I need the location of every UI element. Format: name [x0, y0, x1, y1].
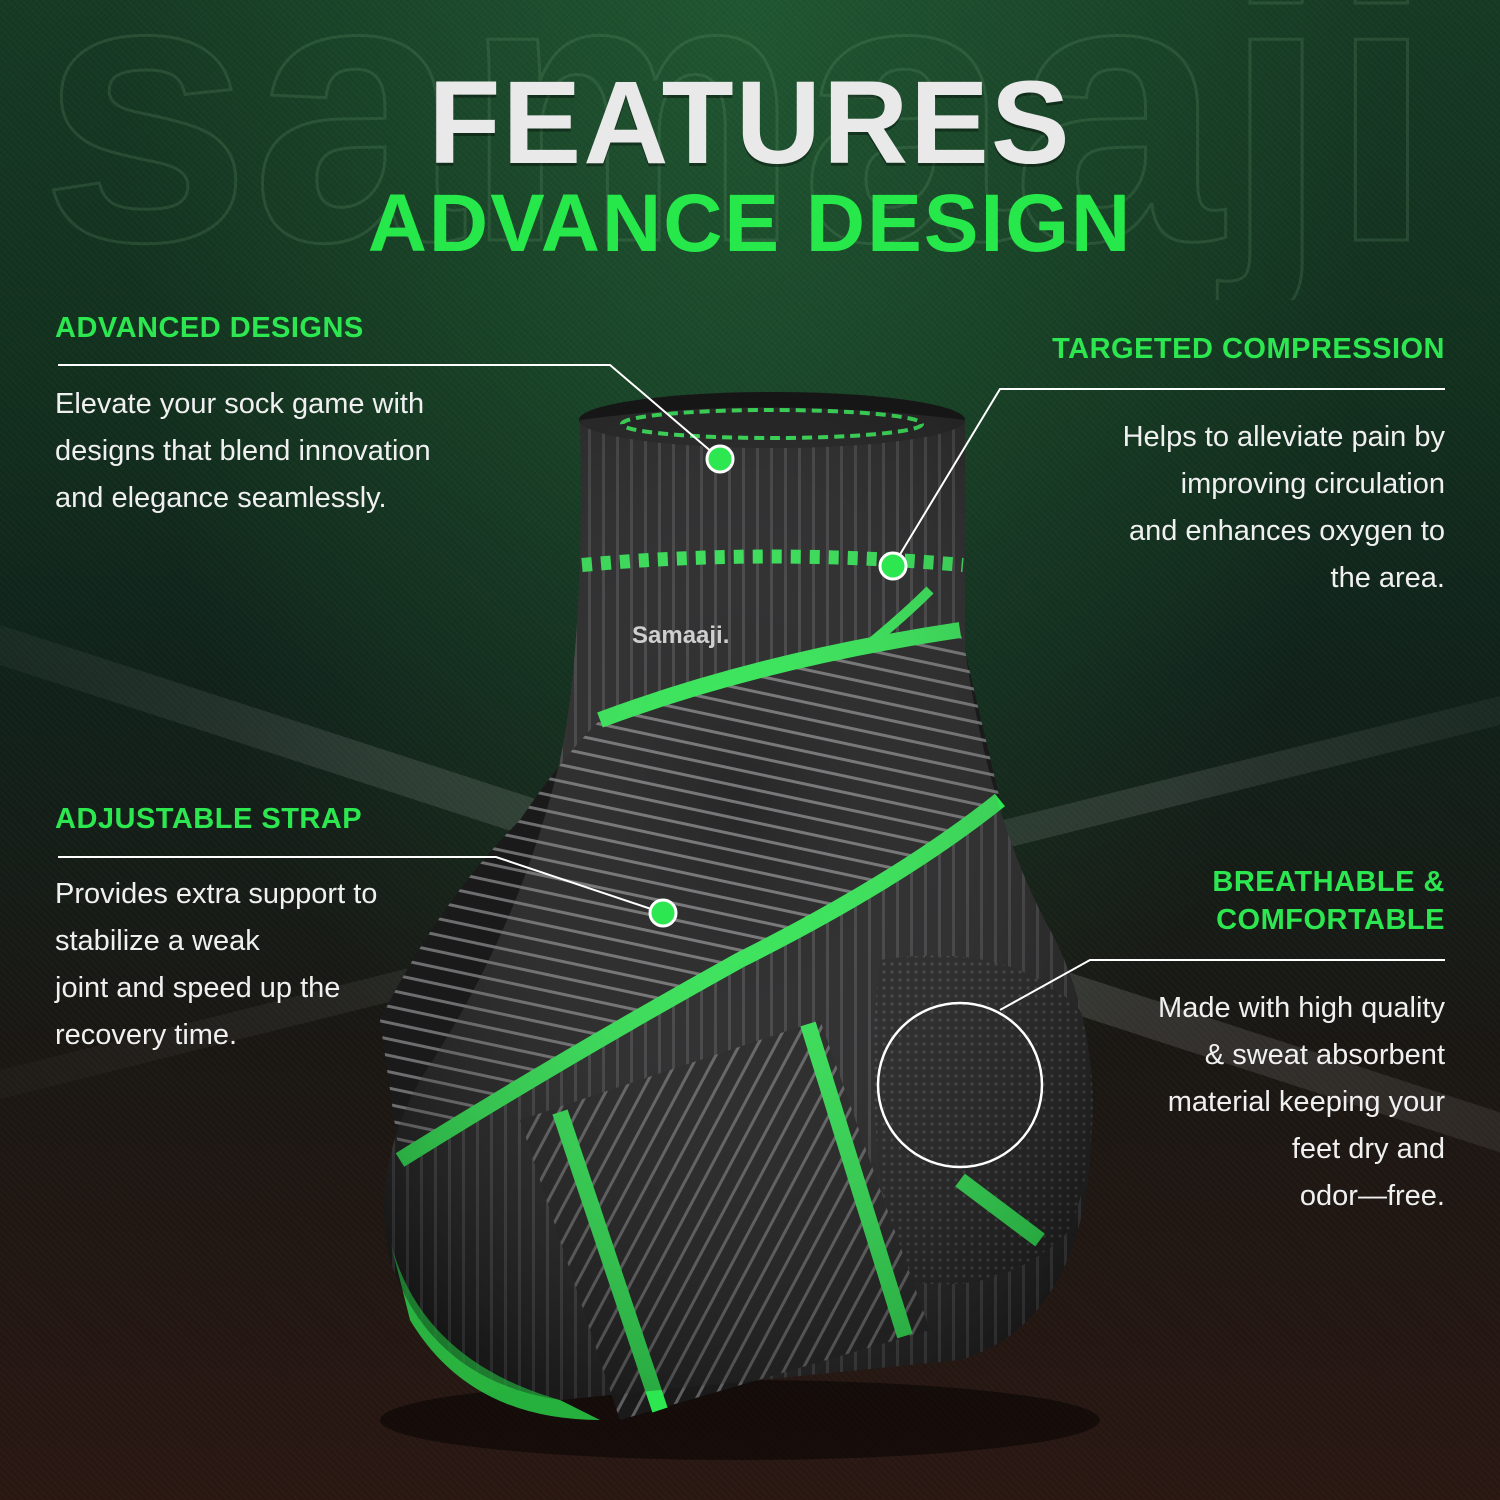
feature-advanced-designs: ADVANCED DESIGNS Elevate your sock game … — [55, 309, 535, 522]
feature-description-line: stabilize a weak — [55, 925, 260, 957]
feature-description-line: the area. — [1330, 562, 1445, 594]
feature-description: Helps to alleviate pain by improving cir… — [990, 414, 1445, 602]
feature-adjustable-strap: ADJUSTABLE STRAP Provides extra support … — [55, 800, 495, 1059]
feature-title: BREATHABLE & COMFORTABLE — [1060, 863, 1445, 939]
feature-description: Elevate your sock game with designs that… — [55, 381, 535, 522]
feature-description-line: and elegance seamlessly. — [55, 482, 387, 514]
callout-dot-adjustable-strap — [648, 898, 678, 928]
feature-description-line: designs that blend innovation — [55, 435, 431, 467]
callout-line-adjustable-strap — [58, 856, 664, 914]
feature-title: ADJUSTABLE STRAP — [55, 803, 363, 835]
sleeve-shading — [384, 407, 1093, 1400]
feature-breathable-comfortable: BREATHABLE & COMFORTABLE Made with high … — [1060, 863, 1445, 1220]
feature-targeted-compression: TARGETED COMPRESSION Helps to alleviate … — [990, 330, 1445, 602]
feature-description-line: feet dry and — [1291, 1133, 1445, 1165]
feature-description-line: Elevate your sock game with — [55, 388, 425, 420]
callout-line-targeted-compression — [892, 388, 1445, 567]
callout-dot-targeted-compression — [878, 551, 908, 581]
feature-description-line: improving circulation — [1180, 468, 1445, 500]
feature-description: Provides extra support to stabilize a we… — [55, 871, 495, 1059]
feature-description-line: odor—free. — [1299, 1180, 1445, 1212]
feature-description-line: and enhances oxygen to — [1128, 515, 1445, 547]
callout-dot-advanced-designs — [705, 444, 735, 474]
feature-title-line: COMFORTABLE — [1216, 904, 1445, 936]
callout-ring-breathable — [876, 1001, 1044, 1169]
callout-line-advanced-designs — [58, 364, 721, 460]
feature-description-line: recovery time. — [55, 1019, 238, 1051]
feature-title-line: BREATHABLE & — [1212, 866, 1445, 898]
headline-subtitle: ADVANCE DESIGN — [367, 178, 1133, 269]
headline-title: FEATURES — [428, 57, 1072, 189]
brand-watermark: samaaji — [40, 0, 1436, 300]
feature-description: Made with high quality & sweat absorbent… — [1060, 985, 1445, 1220]
feature-description-line: material keeping your — [1167, 1086, 1445, 1118]
brand-label: Samaaji. — [632, 622, 729, 649]
feature-title: ADVANCED DESIGNS — [55, 312, 364, 344]
feature-description-line: Made with high quality — [1158, 992, 1445, 1024]
feature-description-line: & sweat absorbent — [1204, 1039, 1445, 1071]
feature-description-line: Provides extra support to — [55, 878, 378, 910]
watermark-text: samaaji — [40, 0, 1434, 300]
feature-title: TARGETED COMPRESSION — [1052, 333, 1445, 365]
callout-line-breathable — [999, 959, 1445, 1011]
feature-description-line: joint and speed up the — [55, 972, 341, 1004]
feature-description-line: Helps to alleviate pain by — [1122, 421, 1445, 453]
